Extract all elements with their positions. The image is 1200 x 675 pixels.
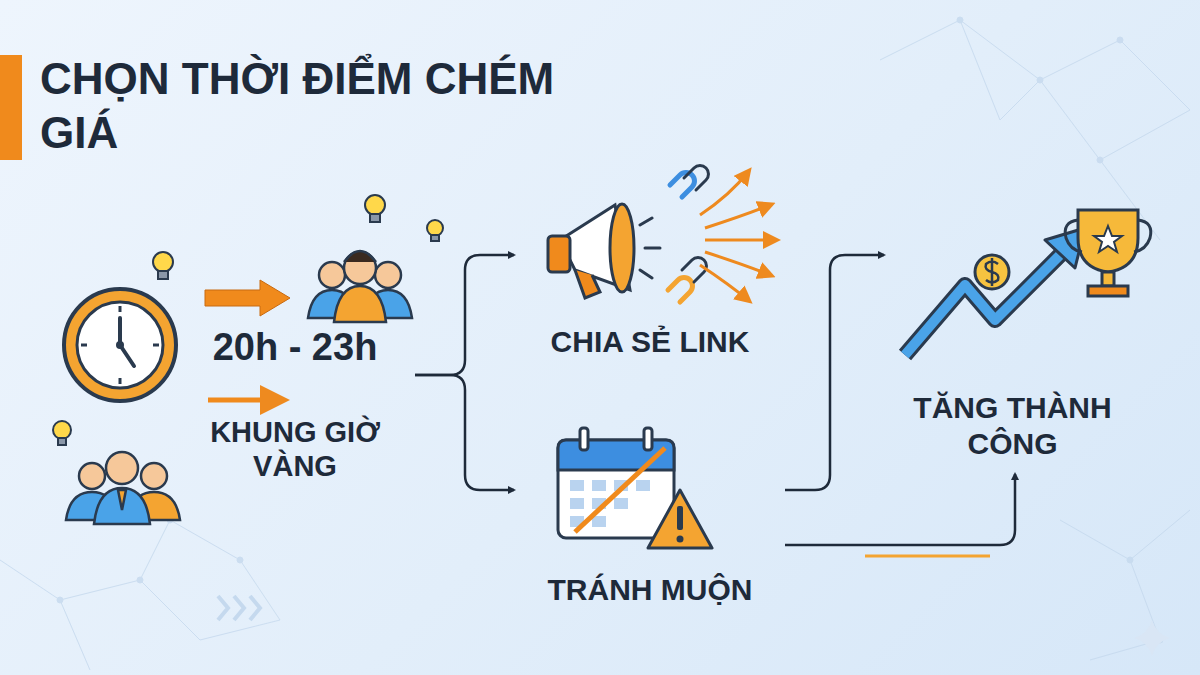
flow-connector xyxy=(785,255,884,490)
coin-icon xyxy=(975,255,1009,289)
clock-icon xyxy=(64,289,176,401)
flow-connector xyxy=(785,474,1015,545)
spread-arrows xyxy=(700,172,775,300)
flow-connector xyxy=(415,375,514,490)
step-label: 20h - 23h xyxy=(179,325,411,369)
orange-arrow xyxy=(208,398,280,403)
step-group: CHIA SẺ LINK xyxy=(515,190,785,360)
megaphone-icon xyxy=(548,204,660,298)
chevrons xyxy=(218,596,260,620)
network-pattern xyxy=(0,17,1190,670)
calendar-icon xyxy=(558,428,674,538)
title-bar xyxy=(0,55,22,160)
flow-connector xyxy=(415,255,514,375)
step-group: 20h - 23hKHUNG GIỜ VÀNG xyxy=(175,325,415,483)
step-group: TĂNG THÀNH CÔNG xyxy=(885,200,1140,462)
trophy-icon xyxy=(1065,210,1151,296)
step-sublabel: KHUNG GIỜ VÀNG xyxy=(179,415,411,483)
accent-line xyxy=(865,555,990,558)
light-bulb xyxy=(53,195,443,445)
step-label: CHIA SẺ LINK xyxy=(519,324,781,360)
diagram-title: CHỌN THỜI ĐIỂM CHÉM GIÁ xyxy=(40,52,640,160)
people-group xyxy=(308,251,412,322)
sparkle xyxy=(1134,620,1170,656)
growth-arrow xyxy=(905,228,1085,355)
orange-arrow xyxy=(205,280,290,316)
people-group xyxy=(66,452,180,524)
step-group: TRÁNH MUỘN xyxy=(515,420,785,608)
warning-icon xyxy=(648,490,712,548)
step-label: TRÁNH MUỘN xyxy=(519,572,781,608)
link-icon xyxy=(668,166,708,302)
step-label: TĂNG THÀNH CÔNG xyxy=(889,390,1136,462)
